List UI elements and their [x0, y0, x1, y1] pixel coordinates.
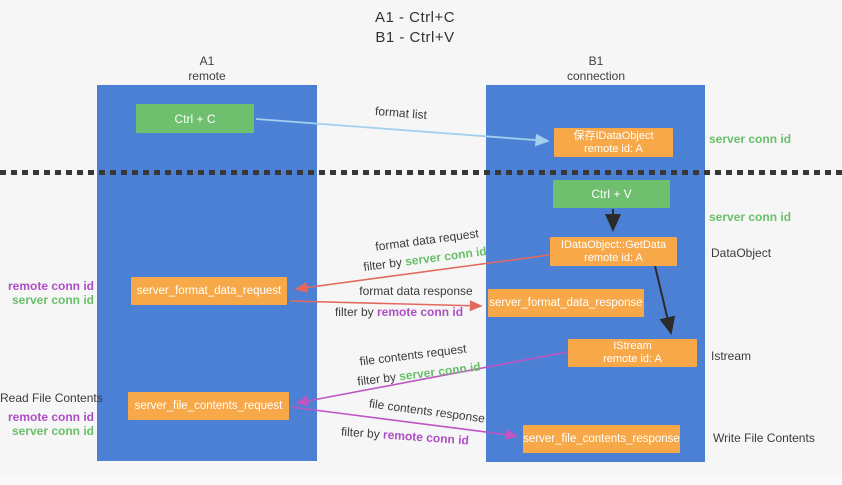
- lifeline-header-a1: A1 remote: [147, 54, 267, 84]
- side-istream: Istream: [711, 349, 752, 363]
- side-remote-conn-id-lower: remote conn id: [7, 410, 94, 424]
- node-istream: IStream remote id: A: [568, 339, 697, 367]
- side-read-file-contents: Read File Contents: [0, 391, 103, 405]
- node-istream-line1: IStream: [613, 340, 652, 352]
- node-getdata-line1: IDataObject::GetData: [560, 238, 667, 251]
- side-left-conn-ids-lower: remote conn id server conn id: [0, 410, 94, 438]
- remote-conn-id-value: remote conn id: [382, 427, 470, 448]
- side-write-file-contents: Write File Contents: [713, 431, 815, 445]
- label-filter-by-remote-1: filter by remote conn id: [335, 305, 463, 319]
- server-conn-id-value: server conn id: [398, 359, 482, 384]
- bottom-edge-strip: [0, 472, 842, 485]
- label-file-contents-response: file contents response: [368, 396, 486, 426]
- filter-by-prefix: filter by: [362, 255, 403, 275]
- node-idataobject-getdata: IDataObject::GetData remote id: A: [550, 237, 677, 266]
- node-save-idataobject: 保存IDataObject remote id: A: [554, 128, 673, 157]
- dotted-separator-line: [0, 170, 842, 175]
- filter-by-prefix: filter by: [356, 369, 397, 389]
- lifeline-header-b1: B1 connection: [536, 54, 656, 84]
- lifeline-a1-name: A1: [199, 54, 215, 68]
- title-line-2: B1 - Ctrl+V: [375, 29, 455, 46]
- node-ctrl-v: Ctrl + V: [553, 180, 670, 208]
- node-file-response-label: server_file_contents_response: [523, 432, 680, 445]
- label-format-data-response: format data response: [359, 284, 473, 298]
- lifeline-a1-subtitle: remote: [188, 69, 226, 83]
- lifeline-b1-name: B1: [588, 54, 604, 68]
- node-file-request-label: server_file_contents_request: [134, 399, 283, 412]
- node-istream-line2: remote id: A: [603, 353, 662, 365]
- filter-by-prefix: filter by: [334, 305, 374, 319]
- node-ctrl-c: Ctrl + C: [136, 104, 254, 133]
- node-server-format-data-response: server_format_data_response: [488, 289, 644, 317]
- node-save-idataobject-line1: 保存IDataObject: [573, 129, 654, 142]
- node-server-file-contents-request: server_file_contents_request: [128, 392, 289, 420]
- lifeline-b1-subtitle: connection: [566, 69, 626, 83]
- node-format-response-label: server_format_data_response: [489, 296, 643, 309]
- node-ctrl-v-label: Ctrl + V: [591, 187, 632, 201]
- filter-by-prefix: filter by: [340, 424, 381, 442]
- side-left-conn-ids-upper: remote conn id server conn id: [0, 279, 94, 307]
- node-server-file-contents-response: server_file_contents_response: [523, 425, 680, 453]
- label-filter-by-remote-2: filter by remote conn id: [341, 425, 470, 448]
- side-server-conn-id-upper: server conn id: [11, 293, 94, 307]
- node-format-request-label: server_format_data_request: [136, 284, 282, 297]
- node-ctrl-c-label: Ctrl + C: [174, 111, 216, 126]
- node-getdata-line2: remote id: A: [584, 251, 643, 264]
- diagram-title: A1 - Ctrl+C B1 - Ctrl+V: [300, 8, 530, 48]
- remote-conn-id-value: remote conn id: [377, 305, 464, 319]
- node-server-format-data-request: server_format_data_request: [131, 277, 287, 305]
- side-dataobject: DataObject: [711, 246, 772, 260]
- side-remote-conn-id-upper: remote conn id: [7, 279, 94, 293]
- node-save-idataobject-line2: remote id: A: [584, 142, 643, 155]
- label-format-list: format list: [374, 103, 428, 123]
- title-line-1: A1 - Ctrl+C: [374, 9, 456, 26]
- side-server-conn-id-top: server conn id: [709, 132, 792, 146]
- side-server-conn-id-lower: server conn id: [11, 424, 94, 438]
- side-server-conn-id-mid: server conn id: [709, 210, 792, 224]
